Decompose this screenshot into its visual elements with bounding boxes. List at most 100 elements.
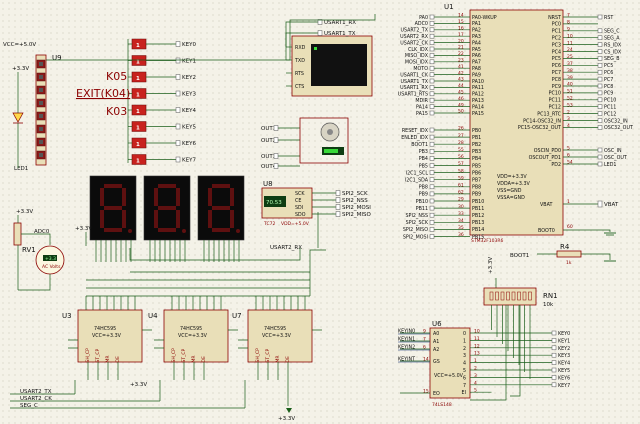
button-body[interactable] — [131, 104, 147, 116]
u6-body[interactable] — [429, 327, 471, 399]
voltmeter-value: +3.3 — [45, 256, 56, 262]
rn1-value: 10k — [543, 302, 554, 308]
button-body[interactable] — [131, 154, 147, 165]
vbat-tag[interactable] — [597, 200, 603, 208]
u1-net-pc7: PC7 — [604, 77, 613, 83]
shift-register-part: 74HC595 — [180, 326, 202, 332]
button-number: 1 — [136, 43, 140, 49]
terminal-pin-rxd: RXD — [295, 45, 306, 51]
u6-net-keyin2: KEYIN2 — [398, 345, 415, 351]
u1-net-pa14: PA14 — [416, 104, 428, 110]
rv1-ref: RV1 — [22, 246, 36, 254]
shift-register-body[interactable] — [247, 309, 313, 363]
u6-key-tag — [551, 345, 557, 351]
button-body[interactable] — [131, 71, 147, 83]
u1-pin-num: 4 — [567, 123, 570, 129]
u1-pin-pb3: PB3 — [472, 149, 481, 155]
u1-net-tag — [429, 59, 435, 65]
seven-segment-3[interactable] — [197, 175, 245, 262]
u1-pin-pb5: PB5 — [472, 163, 481, 169]
u9-pin-hole — [39, 153, 43, 157]
u1-net-tag — [429, 141, 435, 147]
u1-stm32[interactable]: U1 STM32F103R6 PA0-WKUP14PA0PA115ADC0PA2… — [398, 3, 633, 244]
u6-74ls148[interactable]: U6 74LS148 VCC=+5.0V A09A17A26GS14EO15KE… — [398, 320, 570, 408]
button-body[interactable] — [131, 88, 147, 99]
u1-net-tag — [429, 110, 435, 116]
rn1-body[interactable] — [483, 287, 537, 306]
shift-register-body[interactable] — [163, 309, 229, 363]
u9-body[interactable] — [35, 54, 47, 166]
shift-register-pin: OE — [115, 356, 121, 363]
u1-pin-num: 3 — [567, 116, 570, 122]
u1-right-tag — [597, 83, 603, 89]
terminal-net-tag — [317, 30, 323, 36]
u1-pin-nrst: NRST — [548, 15, 561, 21]
button-key0[interactable]: 1 KEY0 — [128, 38, 196, 50]
motor-out4: OUT4 — [261, 164, 277, 170]
u1-pin-num: 30 — [458, 204, 464, 210]
button-body[interactable] — [131, 55, 147, 66]
button-body[interactable] — [131, 137, 147, 149]
shift-register-body[interactable] — [77, 309, 143, 363]
vcc-label: VCC=+5.0V — [3, 42, 36, 48]
motor-out-tag — [273, 125, 279, 131]
shift-net-usart2_tx: USART2_TX — [20, 389, 52, 395]
u1-right-tag — [597, 118, 603, 123]
u1-pin-num: 17 — [458, 32, 464, 38]
button-body[interactable] — [131, 121, 147, 132]
seven-segment-displays[interactable]: +3.3V — [75, 175, 245, 262]
u1-net-pb9: PB9 — [419, 192, 428, 198]
button-number: 1 — [136, 142, 140, 148]
u1-pin-num: 33 — [458, 211, 464, 217]
u9-pin-hole — [39, 114, 43, 118]
button-net-tag — [175, 74, 181, 80]
shift-register-pin: SH_CP — [255, 348, 261, 363]
button-net-label: KEY0 — [182, 42, 196, 48]
u6-key5: KEY5 — [558, 368, 570, 374]
u8-net-tag — [335, 197, 341, 203]
u1-pin-pc8: PC8 — [552, 77, 561, 83]
button-body[interactable] — [131, 38, 147, 50]
u1-pin-num: 9 — [567, 27, 570, 33]
led-icon[interactable] — [12, 112, 24, 124]
shift-net-usart2_ck: USART2_CK — [20, 396, 52, 402]
rn1-element — [522, 291, 527, 301]
u1-pin-num: 58 — [458, 168, 464, 174]
u1-body[interactable] — [469, 9, 564, 236]
rn1-resistor-network[interactable]: +3.3V RN1 10k — [483, 257, 558, 379]
u1-net-tag — [429, 227, 435, 232]
u1-pin-num: 50 — [458, 109, 464, 115]
button-number: 1 — [136, 109, 140, 115]
u6-key-tag — [551, 352, 557, 358]
u9-connector[interactable]: VCC=+5.0V +3.3V U9 LED1 — [3, 42, 62, 172]
rv1-potentiometer[interactable]: ADC0 +3.3V RV1 +3.3 AC Volts — [13, 209, 65, 291]
rv1-body[interactable] — [13, 222, 22, 246]
u1-net-usart1_tx: USART1_TX — [400, 79, 428, 85]
u1-net-boot1: BOOT1 — [411, 142, 428, 148]
r4-body[interactable] — [556, 250, 582, 258]
u1-net-pb8: PB8 — [419, 185, 428, 191]
seven-segment-2[interactable] — [143, 175, 191, 262]
seven-segment-1[interactable] — [89, 175, 137, 262]
u9-pin-hole — [39, 75, 43, 79]
button-net-tag — [175, 57, 181, 64]
r4-resistor[interactable]: BOOT1 R4 1k — [510, 243, 616, 266]
u1-net-tag — [429, 65, 435, 71]
